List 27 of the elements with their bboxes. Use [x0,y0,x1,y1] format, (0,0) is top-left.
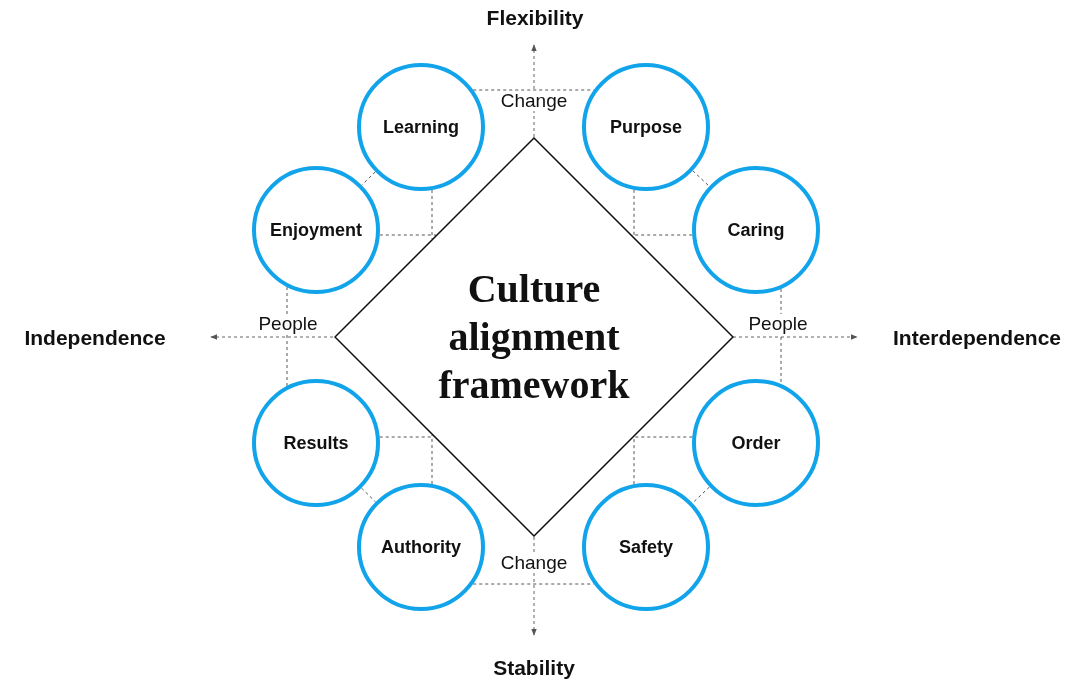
edge-label: Change [498,553,570,573]
connector-line [633,189,635,238]
connector-line [360,487,377,503]
connector-line [633,436,693,438]
connector-line [633,436,635,485]
connector-line [692,486,710,504]
value-label: Enjoyment [270,219,362,241]
connector-line [431,189,433,240]
connector-line [780,288,782,385]
connector-line [361,171,376,186]
connector-line [692,170,710,187]
connector-line [286,286,288,387]
connector-line [431,434,433,485]
value-label: Order [731,432,781,454]
axis-label: Interdependence [893,326,1061,350]
axis-label: Stability [493,656,575,680]
center-title: Culture alignment framework [437,265,631,409]
edge-label: Change [498,91,570,111]
value-label: Learning [383,116,459,138]
axis-label: Independence [24,326,166,350]
value-label: Authority [381,536,461,558]
value-label: Results [283,432,349,454]
axis-label: Flexibility [486,6,584,30]
value-label: Caring [727,219,785,241]
value-label: Purpose [610,116,682,138]
value-label: Safety [619,536,673,558]
connector-line [379,234,437,236]
